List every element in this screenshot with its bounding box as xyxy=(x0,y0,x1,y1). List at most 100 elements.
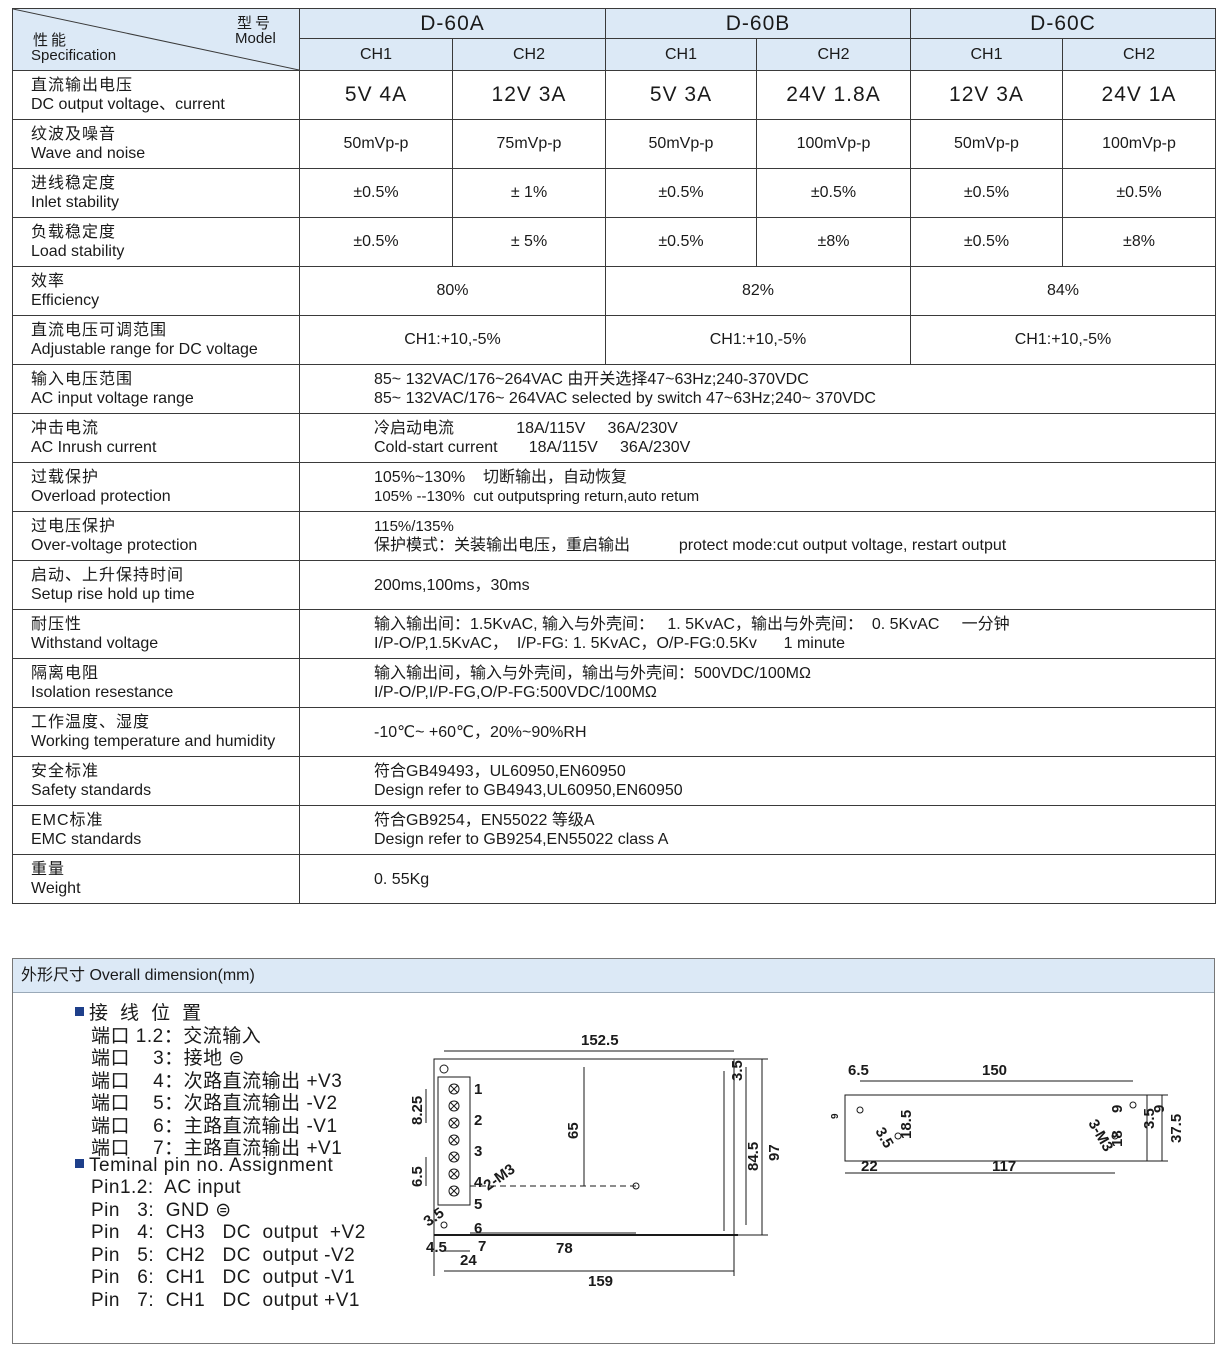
dim-label: 6.5 xyxy=(848,1062,869,1079)
dim-label: 117 xyxy=(992,1158,1016,1175)
row-label-cn: 进线稳定度 xyxy=(31,175,117,192)
value-cell: 24V 1A xyxy=(1062,70,1216,120)
dim-label: 152.5 xyxy=(581,1032,619,1049)
model-header-d60c: D-60C xyxy=(910,8,1216,39)
value-cell: 12V 3A xyxy=(910,70,1063,120)
pin-row-en: Pin 5: CH2 DC output -V2 xyxy=(91,1244,356,1266)
model-header-d60b: D-60B xyxy=(605,8,911,39)
dim-label: 6.5 xyxy=(409,1166,426,1187)
pin-row-en: Pin 7: CH1 DC output +V1 xyxy=(91,1289,360,1311)
pin-number: 3 xyxy=(474,1143,482,1160)
row-label-cn: EMC标准 xyxy=(31,812,104,829)
dim-label: 65 xyxy=(565,1122,582,1139)
row-isolation: 隔离电阻 Isolation resestance 输入输出间，输入与外壳间，输出… xyxy=(12,658,1216,708)
pin-heading-en: Teminal pin no. Assignment xyxy=(75,1155,366,1178)
dim-label: 18 xyxy=(1109,1130,1126,1147)
row-label-en: Wave and noise xyxy=(31,145,146,162)
value-line: 105%~130% 切断输出，自动恢复 xyxy=(374,469,627,486)
bullet-square-icon xyxy=(75,1158,84,1168)
mount-hole xyxy=(632,1182,640,1190)
value-cell: 24V 1.8A xyxy=(756,70,911,120)
dimension-title: 外形尺寸 Overall dimension(mm) xyxy=(13,959,1214,993)
value-cell: ±0.5% xyxy=(299,168,453,218)
row-label-cn: 负载稳定度 xyxy=(31,224,117,241)
dim-label: 2-M3 xyxy=(481,1161,519,1195)
value-cell: CH1:+10,-5% xyxy=(605,315,911,365)
pin-number: 4 xyxy=(474,1174,483,1191)
pin-row-cn: 端口 4：次路直流输出 +V3 xyxy=(91,1070,343,1092)
dim-label: 24 xyxy=(460,1252,477,1269)
row-label: 隔离电阻 Isolation resestance xyxy=(12,658,300,708)
value-line: -10℃~ +60℃，20%~90%RH xyxy=(374,723,587,741)
value-line: 符合GB9254，EN55022 等级A xyxy=(374,812,595,829)
row-label-en: Weight xyxy=(31,880,81,897)
row-label-en: Adjustable range for DC voltage xyxy=(31,341,258,358)
pin-row-en: Pin 4: CH3 DC output +V2 xyxy=(91,1222,366,1243)
row-label-en: AC input voltage range xyxy=(31,390,194,407)
dim-label: 8.25 xyxy=(409,1096,426,1125)
row-label-cn: 过载保护 xyxy=(31,469,100,486)
value-cell: 符合GB9254，EN55022 等级A Design refer to GB92… xyxy=(299,805,1216,855)
value-cell: ±0.5% xyxy=(1062,168,1216,218)
value-cell: ±0.5% xyxy=(910,217,1063,267)
pin-row-en: Pin 3: GND ⊜ xyxy=(91,1199,232,1221)
value-cell: 输入输出间，输入与外壳间，输出与外壳间：500VDC/100MΩ I/P-O/P,… xyxy=(299,658,1216,708)
dim-label: 18.5 xyxy=(898,1110,915,1139)
value-cell: ± 1% xyxy=(452,168,606,218)
value-cell: 输入输出间：1.5KvAC, 输入与外壳间： 1. 5KvAC，输出与外壳间： … xyxy=(299,609,1216,659)
channel-header: CH2 xyxy=(452,38,606,71)
value-line: 保护模式：关装输出电压，重启输出 protect mode:cut output… xyxy=(374,537,1007,554)
value-cell: 200ms,100ms，30ms xyxy=(299,560,1216,610)
row-label-cn: 隔离电阻 xyxy=(31,665,100,682)
value-line: 200ms,100ms，30ms xyxy=(374,576,530,594)
row-dc-output: 直流输出电压 DC output voltage、current 5V 4A 12… xyxy=(12,70,1216,120)
row-label-en: Isolation resestance xyxy=(31,684,174,701)
value-cell: 5V 4A xyxy=(299,70,453,120)
row-label-en: Load stability xyxy=(31,243,125,260)
pin-row-cn: 端口 3：接地 ⊜ xyxy=(91,1048,245,1069)
row-label-en: EMC standards xyxy=(31,831,142,848)
pin-assignment: 接 线 位 置 端口 1.2：交流输入 端口 3：接地 ⊜ 端口 4：次路直流输… xyxy=(75,1003,366,1312)
dim-label: 9 xyxy=(830,1113,841,1119)
value-cell: ±8% xyxy=(1062,217,1216,267)
dim-label: 78 xyxy=(556,1240,573,1257)
dim-label: 84.5 xyxy=(745,1142,762,1171)
pin-row-cn: 端口 6：主路直流输出 -V1 xyxy=(91,1115,338,1137)
row-label-cn: 过电压保护 xyxy=(31,518,117,535)
mount-hole xyxy=(439,1064,449,1074)
row-label-en: Setup rise hold up time xyxy=(31,586,195,603)
row-label-en: Inlet stability xyxy=(31,194,120,211)
value-cell: 115%/135%保护模式：关装输出电压，重启输出 protect mode:c… xyxy=(299,511,1216,561)
value-cell: 12V 3A xyxy=(452,70,606,120)
pin-heading-en-text: Teminal pin no. Assignment xyxy=(89,1154,334,1176)
pin-number: 6 xyxy=(474,1220,482,1237)
value-line: I/P-O/P,1.5KvAC， I/P-FG: 1. 5KvAC，O/P-FG… xyxy=(374,635,845,652)
value-cell: ±8% xyxy=(756,217,911,267)
spec-table: 型号 Model 性能 Specification D-60A D-60B D-… xyxy=(12,8,1216,904)
row-label-cn: 直流输出电压 xyxy=(31,77,134,94)
row-label-en: DC output voltage、current xyxy=(31,96,225,113)
pin-row-cn: 端口 7：主路直流输出 +V1 xyxy=(91,1138,343,1159)
value-cell: 84% xyxy=(910,266,1216,316)
value-line: Design refer to GB9254,EN55022 class A xyxy=(374,831,669,848)
pin-heading-cn-text: 接 线 位 置 xyxy=(89,1003,202,1024)
channel-header: CH1 xyxy=(605,38,757,71)
value-cell: 50mVp-p xyxy=(299,119,453,169)
value-line: I/P-O/P,I/P-FG,O/P-FG:500VDC/100MΩ xyxy=(374,684,657,701)
row-label-en: Safety standards xyxy=(31,782,152,799)
row-label-cn: 工作温度、湿度 xyxy=(31,714,151,731)
channel-header: CH2 xyxy=(756,38,911,71)
side-view-outline xyxy=(844,1094,1148,1162)
mount-hole xyxy=(440,1221,448,1229)
row-label: 进线稳定度 Inlet stability xyxy=(12,168,300,218)
mount-hole xyxy=(894,1132,902,1140)
value-line: 输入输出间，输入与外壳间，输出与外壳间：500VDC/100MΩ xyxy=(374,665,811,682)
